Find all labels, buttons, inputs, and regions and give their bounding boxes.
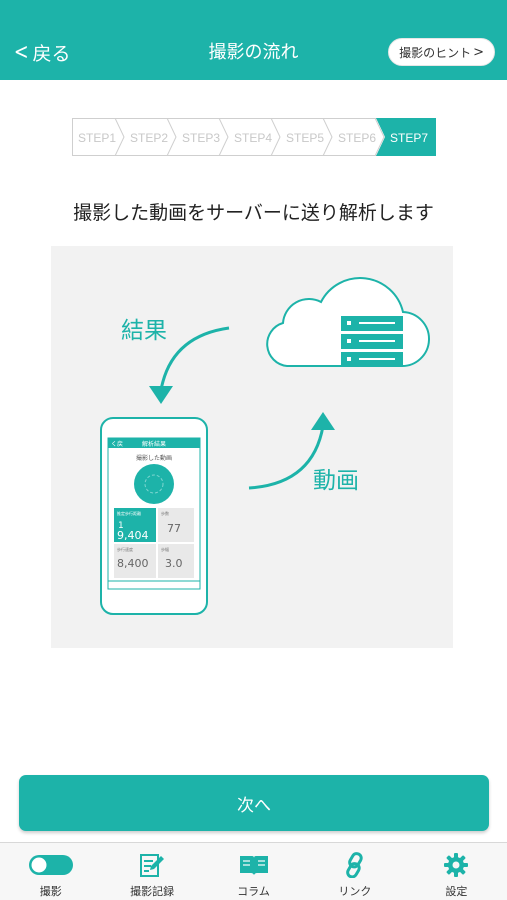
step-separator <box>270 118 281 156</box>
step-separator <box>322 118 333 156</box>
tab-column[interactable]: コラム <box>203 843 304 900</box>
phone-icon: く戻 解析結果 撮影した動画 推定歩行距離 1 9,404 歩数 77 歩行速度… <box>100 417 208 615</box>
link-icon <box>346 852 363 878</box>
result-label: 結果 <box>121 318 167 344</box>
tab-shoot-label: 撮影 <box>39 885 62 898</box>
step-indicator-graphic: STEP1 STEP2 STEP3 STEP4 STEP5 STEP6 STEP7 <box>72 118 436 156</box>
phone-tile1-label: 推定歩行距離 <box>117 510 141 516</box>
step-border <box>72 118 436 156</box>
chevron-right-icon: > <box>473 44 484 60</box>
step-label-6: STEP6 <box>338 131 376 145</box>
phone-tile4-label: 歩幅 <box>161 546 169 552</box>
step-label-5: STEP5 <box>286 131 324 145</box>
tab-bar: 撮影 撮影記録 コラム <box>0 842 507 900</box>
illustration-graphic: 結果 動画 く戻 解析結果 撮影した動画 推定歩行距離 1 9,404 歩数 7… <box>100 277 430 615</box>
edit-note-icon <box>140 854 165 877</box>
gear-icon <box>444 853 469 877</box>
phone-tile2-label: 歩数 <box>161 510 169 516</box>
phone-tile1-value-top: 1 <box>118 521 124 531</box>
upload-illustration: 結果 動画 く戻 解析結果 撮影した動画 推定歩行距離 1 9,404 歩数 7… <box>51 246 453 648</box>
tab-records[interactable]: 撮影記録 <box>101 843 202 900</box>
back-label: 戻る <box>32 42 71 65</box>
step-label-3: STEP3 <box>182 131 220 145</box>
step-active-highlight <box>376 118 436 156</box>
video-arrow-icon <box>248 412 335 490</box>
phone-tile4-value: 3.0 <box>165 557 183 570</box>
tab-shoot[interactable]: 撮影 <box>0 843 101 900</box>
app-header: < 戻る 撮影の流れ 撮影のヒント > <box>0 0 507 80</box>
tab-settings-label: 設定 <box>445 885 468 898</box>
toggle-icon <box>28 855 73 875</box>
step-label-1: STEP1 <box>78 131 116 145</box>
step-separator <box>114 118 125 156</box>
instruction-text: 撮影した動画をサーバーに送り解析します <box>73 202 434 224</box>
server-icon <box>341 316 403 367</box>
result-arrow-icon <box>149 326 230 404</box>
step-separator <box>218 118 229 156</box>
step-label-2: STEP2 <box>130 131 168 145</box>
tab-settings[interactable]: 設定 <box>406 843 507 900</box>
phone-tile3-value: 8,400 <box>117 557 149 570</box>
back-button[interactable]: < 戻る <box>12 34 71 70</box>
tab-link-label: リンク <box>338 885 372 898</box>
phone-tile1-value: 9,404 <box>117 529 149 542</box>
phone-tile3-label: 歩行速度 <box>117 546 133 552</box>
tab-link[interactable]: リンク <box>304 843 405 900</box>
step-separator <box>374 118 385 156</box>
chevron-left-icon: < <box>13 39 29 65</box>
hint-button[interactable]: 撮影のヒント > <box>388 38 495 66</box>
tab-records-label: 撮影記録 <box>130 885 175 898</box>
phone-subtitle: 撮影した動画 <box>136 454 172 462</box>
video-label: 動画 <box>313 468 359 494</box>
next-button[interactable]: 次へ <box>19 775 489 831</box>
book-icon <box>239 856 268 875</box>
hint-label: 撮影のヒント <box>399 45 472 60</box>
phone-nav-title: 解析結果 <box>142 440 166 448</box>
tab-column-label: コラム <box>237 885 270 898</box>
step-separator <box>166 118 177 156</box>
step-label-7: STEP7 <box>390 131 428 145</box>
step-label-4: STEP4 <box>234 131 272 145</box>
phone-nav-back: く戻 <box>111 440 123 448</box>
phone-tile2-value: 77 <box>167 522 181 535</box>
step-indicator: STEP1 STEP2 STEP3 STEP4 STEP5 STEP6 STEP7 <box>72 118 436 156</box>
page-title: 撮影の流れ <box>208 42 299 63</box>
